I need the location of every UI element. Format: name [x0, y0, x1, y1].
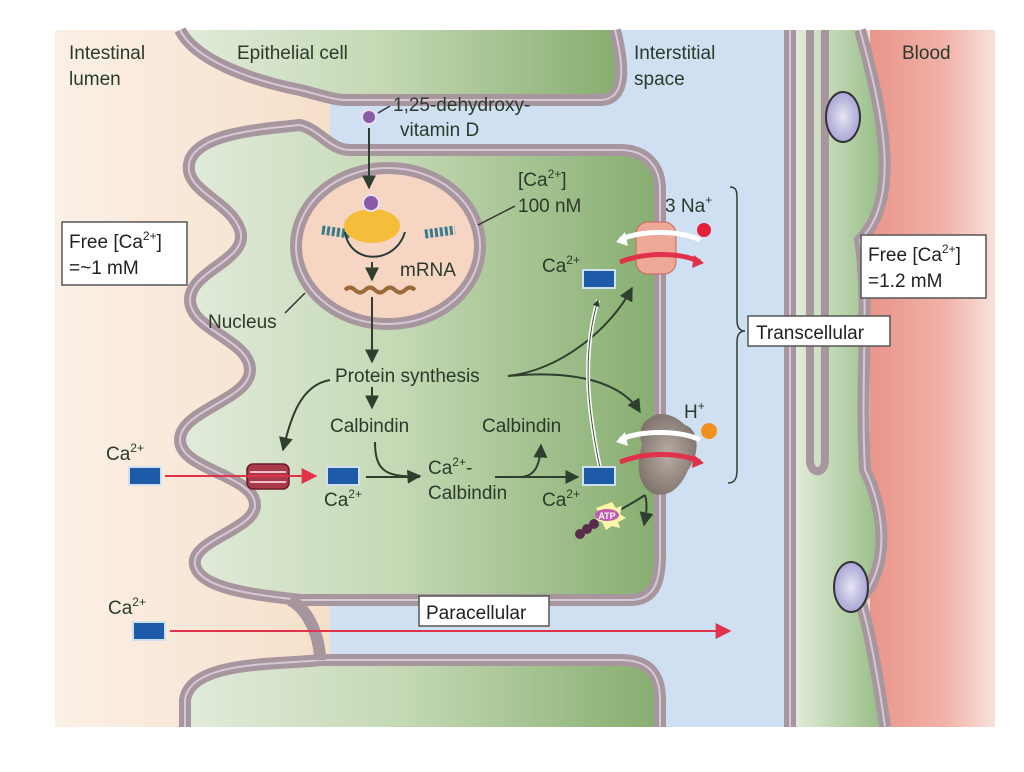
label-blood: Blood: [902, 43, 951, 64]
svg-text:Free [Ca2+]: Free [Ca2+]: [69, 229, 162, 253]
label-ca-cytosol: Ca: [324, 490, 349, 511]
label-protein-synthesis: Protein synthesis: [335, 366, 480, 387]
transcellular-label: Transcellular: [756, 323, 865, 344]
label-nucleus: Nucleus: [208, 312, 277, 333]
label-calbindin: Calbindin: [330, 416, 409, 437]
receptor-complex-icon: [344, 209, 400, 243]
label-ca-calbindin-ca: Ca: [428, 458, 453, 479]
label-calbindin-recycled: Calbindin: [482, 416, 561, 437]
endothelial-junction: [806, 30, 829, 476]
label-proton: H: [684, 402, 698, 423]
arrow-to-exchanger: [507, 286, 633, 377]
label-epithelial-cell: Epithelial cell: [237, 43, 348, 64]
svg-text:3 Na+: 3 Na+: [665, 193, 712, 217]
label-ca-conc-open: [Ca: [518, 170, 548, 191]
label-lumen: lumen: [69, 69, 121, 90]
label-ca-lumen: Ca: [106, 444, 131, 465]
arrow-to-channel: [279, 379, 331, 452]
blood-region: [870, 30, 995, 727]
label-ca-calbindin-complex: Calbindin: [428, 483, 507, 504]
blood-free-ca-value: =1.2 mM: [868, 271, 942, 292]
svg-text:H+: H+: [684, 399, 705, 423]
label-ca-paracellular: Ca: [108, 598, 133, 619]
label-intestinal: Intestinal: [69, 43, 145, 64]
label-ca-conc-value: 100 nM: [518, 196, 581, 217]
arrow-calbindin-recycle: [519, 443, 548, 478]
tight-junction: [286, 594, 326, 661]
transcellular-box: Transcellular: [747, 315, 891, 347]
nucleus: [296, 168, 480, 324]
na-ca-exchanger-icon: [635, 221, 677, 275]
svg-text:[Ca2+]: [Ca2+]: [518, 167, 567, 191]
label-ca-exchanger: Ca: [542, 256, 567, 277]
label-mrna: mRNA: [400, 260, 456, 281]
svg-text:Ca2+-: Ca2+-: [428, 455, 472, 479]
lumen-free-ca-box: Free [Ca2+] =~1 mM: [61, 221, 188, 286]
label-ca-pump: Ca: [542, 490, 567, 511]
red-blood-cell-bottom: [833, 561, 869, 613]
paracellular-box: Paracellular: [418, 595, 550, 627]
svg-text:Free [Ca2+]: Free [Ca2+]: [868, 242, 961, 266]
svg-text:Ca2+: Ca2+: [108, 595, 146, 619]
ca-ion-pump: [582, 466, 616, 486]
blood-free-ca-box: Free [Ca2+] =1.2 mM: [860, 234, 987, 299]
svg-text:Ca2+: Ca2+: [542, 487, 580, 511]
ca-ion-lumen: [128, 466, 162, 486]
h-ion-icon: [701, 423, 717, 439]
svg-text:Ca2+: Ca2+: [542, 253, 580, 277]
red-blood-cell-top: [825, 91, 861, 143]
mrna-strand-icon: [343, 285, 417, 295]
vitamin-d-bound-icon: [362, 194, 380, 212]
svg-text:Ca2+: Ca2+: [324, 487, 362, 511]
paracellular-label: Paracellular: [426, 603, 527, 624]
ca-ion-paracellular: [132, 621, 166, 641]
label-sodium: 3 Na: [665, 196, 706, 217]
label-space: space: [634, 69, 685, 90]
label-interstitial: Interstitial: [634, 43, 715, 64]
atp-label: ATP: [598, 511, 615, 521]
ca-ion-cytosol: [326, 466, 360, 486]
label-vitamin-d-line2: vitamin D: [400, 120, 479, 141]
label-vitamin-d-line1: 1,25-dehydroxy-: [393, 95, 530, 116]
lumen-free-ca-value: =~1 mM: [69, 258, 139, 279]
epithelial-cell-bottom: [185, 660, 660, 727]
vitamin-d-molecule-icon: [361, 109, 377, 125]
svg-text:Ca2+: Ca2+: [106, 441, 144, 465]
dna-helix-icon: [321, 225, 456, 239]
ca-ion-exchanger: [582, 269, 616, 289]
na-ion-icon: [697, 223, 711, 237]
transcellular-bracket: [727, 186, 746, 484]
